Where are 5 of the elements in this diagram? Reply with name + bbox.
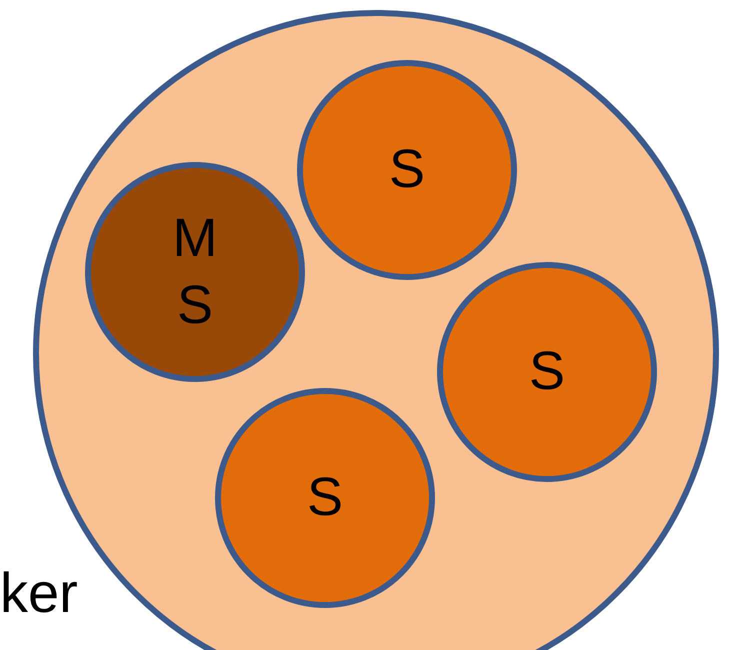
node-label: S: [306, 466, 344, 530]
node-label: S: [528, 340, 566, 404]
cut-off-label: ker: [0, 560, 78, 625]
node-label: S: [388, 138, 426, 202]
node-label: M S: [172, 206, 218, 337]
